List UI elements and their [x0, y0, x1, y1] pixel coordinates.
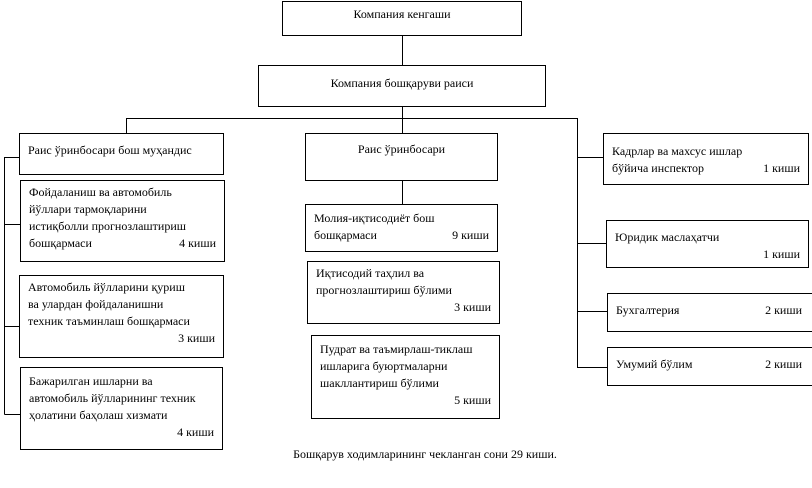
- chief-engineer-label: Раис ўринбосари бош муҳандис: [28, 143, 192, 157]
- unit-line: прогнозлаштириш бўлими: [316, 283, 452, 297]
- unit-line: Юридик маслаҳатчи: [615, 230, 720, 244]
- unit-line: Иқтисодий таҳлил ва: [316, 266, 425, 280]
- staff-count: 5 киши: [454, 393, 491, 407]
- left-unit-box: Автомобиль йўлларини қуриш ва улардан фо…: [19, 275, 224, 358]
- legal-advisor-box: Юридик маслаҳатчи 1 киши: [606, 220, 809, 268]
- unit-line: бўйича инспектор: [612, 161, 704, 175]
- staff-count: 4 киши: [179, 236, 216, 250]
- hr-inspector-box: Кадрлар ва махсус ишлар бўйича инспектор…: [603, 133, 809, 185]
- accounting-box: Бухгалтерия 2 киши: [607, 293, 812, 332]
- staff-count: 9 киши: [452, 228, 489, 242]
- unit-line: Пудрат ва таъмирлаш-тиклаш: [320, 342, 473, 356]
- unit-line: бошқармаси: [29, 236, 92, 250]
- chair-box: Компания бошқаруви раиси: [258, 65, 546, 107]
- staff-count: 3 киши: [454, 300, 491, 314]
- middle-unit-box: Пудрат ва таъмирлаш-тиклаш ишларига буюр…: [311, 335, 500, 419]
- unit-line: Бажарилган ишларни ва: [29, 374, 153, 388]
- staff-count: 1 киши: [763, 161, 800, 175]
- unit-line: Автомобиль йўлларини қуриш: [28, 280, 185, 294]
- staff-count: 3 киши: [178, 331, 215, 345]
- unit-line: Бухгалтерия: [616, 303, 680, 317]
- staff-count: 4 киши: [177, 425, 214, 439]
- unit-line: ҳолатини баҳолаш хизмати: [29, 408, 168, 422]
- left-unit-box: Фойдаланиш ва автомобиль йўллари тармоқл…: [20, 180, 225, 262]
- left-unit-box: Бажарилган ишларни ва автомобиль йўллари…: [20, 367, 223, 450]
- general-dept-box: Умумий бўлим 2 киши: [607, 347, 812, 386]
- middle-unit-box: Иқтисодий таҳлил ва прогнозлаштириш бўли…: [307, 261, 500, 324]
- unit-line: Молия-иқтисодиёт бош: [314, 211, 435, 225]
- unit-line: Кадрлар ва махсус ишлар: [612, 144, 743, 158]
- staff-count: 2 киши: [765, 357, 802, 371]
- middle-unit-box: Молия-иқтисодиёт бош бошқармаси 9 киши: [305, 204, 498, 252]
- unit-line: автомобиль йўлларининг техник: [29, 391, 196, 405]
- council-label: Компания кенгаши: [353, 7, 451, 21]
- unit-line: техник таъминлаш бошқармаси: [28, 314, 190, 328]
- deputy-chair-box: Раис ўринбосари: [305, 133, 498, 181]
- unit-line: ва улардан фойдаланишни: [28, 297, 164, 311]
- council-box: Компания кенгаши: [282, 1, 522, 36]
- staff-count: 1 киши: [763, 247, 800, 261]
- chair-label: Компания бошқаруви раиси: [330, 76, 474, 90]
- unit-line: Фойдаланиш ва автомобиль: [29, 185, 172, 199]
- unit-line: бошқармаси: [314, 228, 377, 242]
- unit-line: Умумий бўлим: [616, 357, 693, 371]
- staff-total-note: Бошқарув ходимларининг чекланган сони 29…: [293, 447, 557, 461]
- deputy-chair-label: Раис ўринбосари: [357, 142, 446, 156]
- unit-line: йўллари тармоқларини: [29, 202, 147, 216]
- staff-count: 2 киши: [765, 303, 802, 317]
- unit-line: истиқболли прогнозлаштириш: [29, 219, 186, 233]
- chief-engineer-box: Раис ўринбосари бош муҳандис: [19, 133, 224, 175]
- unit-line: шакллантириш бўлими: [320, 376, 439, 390]
- unit-line: ишларига буюртмаларни: [320, 359, 448, 373]
